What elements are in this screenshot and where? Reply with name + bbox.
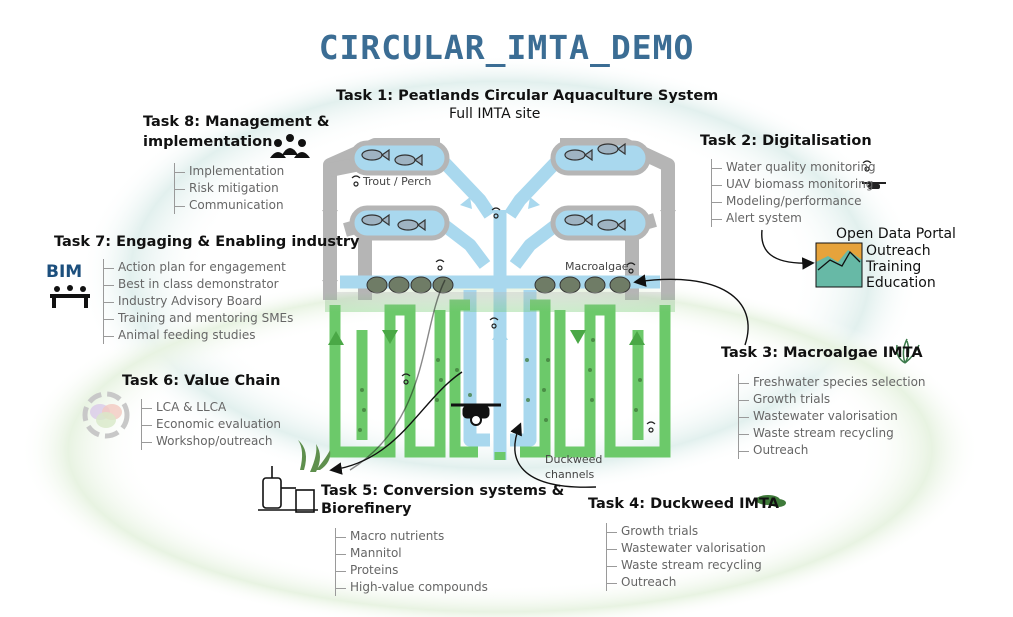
task2-list: Water quality monitoring UAV biomass mon… xyxy=(711,159,876,227)
drone-icon xyxy=(451,403,501,426)
portal-title: Open Data Portal xyxy=(836,226,956,242)
task5-list: Macro nutrients Mannitol Proteins High-v… xyxy=(335,528,488,596)
list-item: Implementation xyxy=(174,164,285,178)
duckweed-label-line-1: Duckweed xyxy=(545,453,603,466)
flow-arrows-blue xyxy=(460,197,540,340)
list-item: Alert system xyxy=(712,210,876,227)
task8-title: Task 8: Management & implementation xyxy=(143,112,330,152)
task2-title: Task 2: Digitalisation xyxy=(700,133,872,149)
seaweed-icon xyxy=(895,338,920,364)
meeting-icon xyxy=(50,285,90,308)
task8-title-line-2: implementation xyxy=(143,134,273,150)
list-item: Workshop/outreach xyxy=(141,433,281,450)
sensor-icon xyxy=(351,160,872,433)
task4-title: Task 4: Duckweed IMTA xyxy=(588,496,779,512)
list-item: Best in class demonstrator xyxy=(103,276,293,293)
task5-title: Task 5: Conversion systems & Biorefinery xyxy=(321,482,564,518)
list-item: Outreach xyxy=(607,574,766,591)
macroalgae-tanks xyxy=(366,276,631,294)
list-item: Waste stream recycling xyxy=(607,557,766,574)
duckweed-specks xyxy=(358,338,642,432)
drone-icon xyxy=(862,182,886,189)
list-item: Industry Advisory Board xyxy=(103,293,293,310)
list-item: UAV biomass monitoring xyxy=(712,176,876,193)
people-icon xyxy=(270,134,310,158)
list-item: Mannitol xyxy=(336,545,488,562)
list-item: Communication xyxy=(174,198,284,212)
task3-list: Freshwater species selection Growth tria… xyxy=(738,374,926,459)
list-item: Waste stream recycling xyxy=(739,425,926,442)
bim-logo: BIM xyxy=(46,262,83,282)
duckweed-label: Duckweed channels xyxy=(545,452,602,482)
list-item: Proteins xyxy=(336,562,488,579)
list-item: Modeling/performance xyxy=(712,193,876,210)
macroalgae-label: Macroalgae xyxy=(565,260,629,273)
flow-arrows-green xyxy=(328,330,645,345)
list-item: Wastewater valorisation xyxy=(739,408,926,425)
list-item: Macro nutrients xyxy=(336,528,488,545)
portal-item: Outreach xyxy=(866,243,931,259)
task6-list: LCA & LLCA Economic evaluation Workshop/… xyxy=(141,399,281,450)
task4-list: Growth trials Wastewater valorisation Wa… xyxy=(606,523,766,591)
fish-icon xyxy=(361,142,626,232)
task3-title: Task 3: Macroalgae IMTA xyxy=(721,345,923,361)
seaweed-icon xyxy=(298,440,331,472)
task1-subtitle: Full IMTA site xyxy=(449,106,541,122)
flow-arrows-grey xyxy=(322,210,676,292)
fish-label: Trout / Perch xyxy=(363,175,432,188)
list-item: Outreach xyxy=(739,442,926,459)
list-item: Growth trials xyxy=(739,391,926,408)
task5-title-line-2: Biorefinery xyxy=(321,501,412,517)
task7-list: Action plan for engagement Best in class… xyxy=(103,259,293,344)
channel-fade xyxy=(325,292,675,312)
portal-list: Outreach Training Education xyxy=(866,243,936,291)
duckweed-icon xyxy=(756,495,786,507)
list-item: Risk mitigation xyxy=(174,180,284,197)
list-item: Freshwater species selection xyxy=(739,375,926,389)
list-item: High-value compounds xyxy=(336,580,488,594)
page-title: CIRCULAR_IMTA_DEMO xyxy=(318,28,695,67)
task8-title-line-1: Task 8: Management & xyxy=(143,114,330,130)
bioreactor-icon xyxy=(258,466,318,513)
list-item: Animal feeding studies xyxy=(103,327,293,344)
list-item: Wastewater valorisation xyxy=(607,541,766,555)
list-item: Growth trials xyxy=(607,523,766,540)
chart-icon xyxy=(815,242,863,288)
list-item: Action plan for engagement xyxy=(103,259,293,276)
portal-item: Education xyxy=(866,275,936,291)
task5-title-line-1: Task 5: Conversion systems & xyxy=(321,483,565,499)
list-item: Economic evaluation xyxy=(141,417,282,431)
task6-title: Task 6: Value Chain xyxy=(122,373,281,389)
task1-title: Task 1: Peatlands Circular Aquaculture S… xyxy=(336,88,719,104)
list-item: Training and mentoring SMEs xyxy=(103,311,294,325)
connector-arrows xyxy=(329,229,815,488)
list-item: LCA & LLCA xyxy=(141,399,281,416)
portal-item: Training xyxy=(866,259,922,275)
task8-list: Implementation Risk mitigation Communica… xyxy=(174,163,284,214)
value-chain-icon xyxy=(82,391,130,439)
duckweed-label-line-2: channels xyxy=(545,468,595,481)
list-item: Water quality monitoring xyxy=(712,160,876,174)
task7-title: Task 7: Engaging & Enabling industry xyxy=(54,234,360,250)
